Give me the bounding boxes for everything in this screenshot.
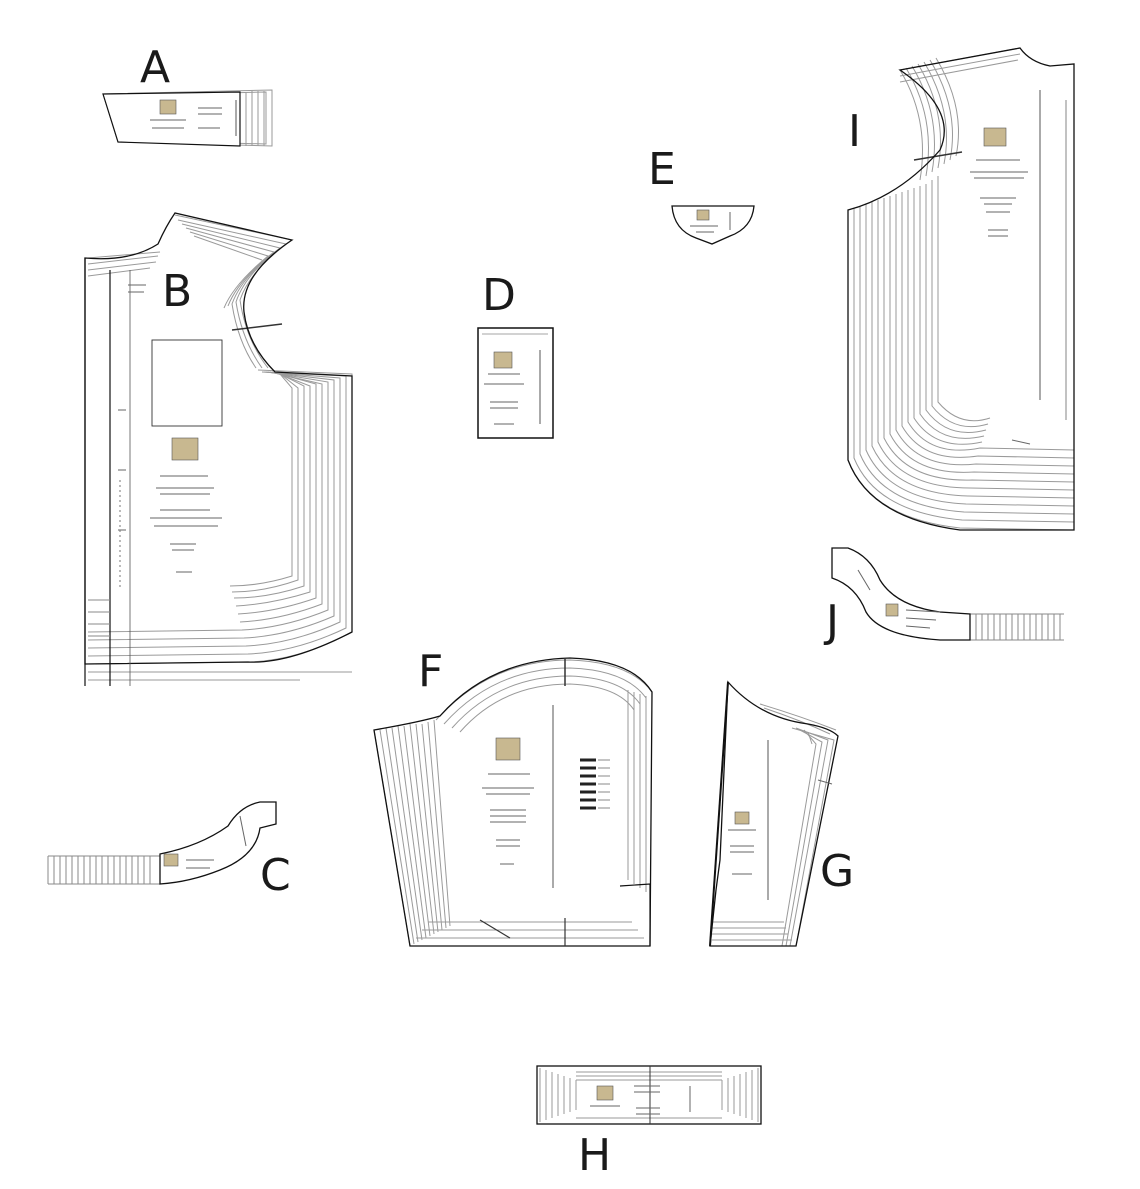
pattern-label-icon (885, 603, 899, 617)
piece-label-b: B (162, 266, 193, 317)
piece-label-c: C (260, 850, 291, 901)
pattern-piece-b (84, 212, 353, 686)
piece-label-g: G (820, 846, 855, 897)
pattern-piece-d (477, 327, 554, 439)
pattern-piece-h (536, 1065, 762, 1125)
pattern-label-icon (493, 351, 513, 369)
pattern-label-icon (495, 737, 521, 761)
pattern-piece-j (831, 547, 1064, 641)
pattern-piece-a (102, 89, 273, 147)
piece-label-j: J (826, 596, 839, 647)
piece-label-h: H (578, 1130, 612, 1181)
pattern-label-icon (163, 853, 179, 867)
pattern-piece-g (709, 680, 839, 947)
piece-label-f: F (418, 646, 444, 697)
pattern-label-icon (596, 1085, 614, 1101)
piece-label-d: D (482, 270, 516, 321)
piece-label-i: I (848, 106, 861, 157)
pattern-piece-e (671, 205, 755, 245)
pattern-label-icon (983, 127, 1007, 147)
piece-label-a: A (140, 42, 171, 93)
pattern-label-icon (734, 811, 750, 825)
pattern-label-icon (696, 209, 710, 221)
pattern-label-icon (159, 99, 177, 115)
pattern-piece-f (373, 657, 653, 947)
piece-label-e: E (648, 144, 676, 195)
pattern-piece-i (847, 47, 1075, 531)
pattern-label-icon (171, 437, 199, 461)
pattern-piece-c (47, 801, 277, 885)
